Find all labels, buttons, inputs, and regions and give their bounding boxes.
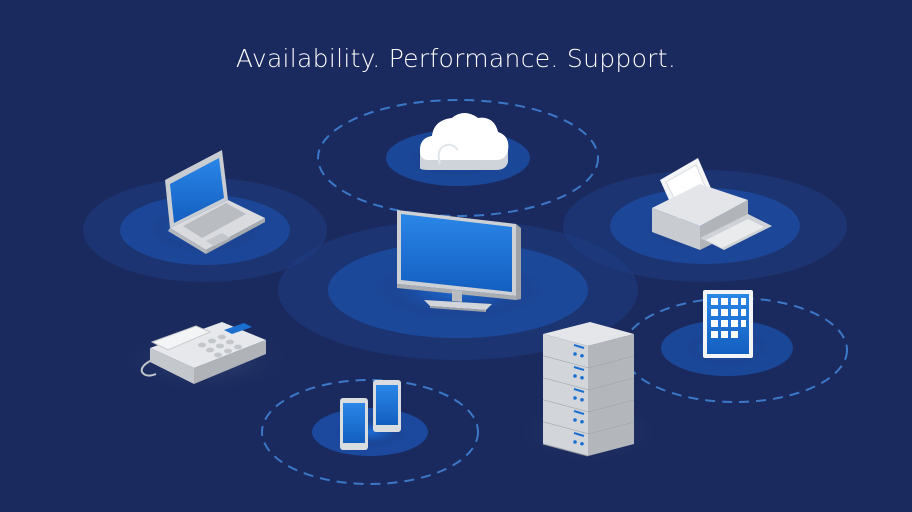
cloud-dashed-ring <box>317 99 599 217</box>
monitor-icon <box>397 210 521 312</box>
phones-dashed-ring <box>261 379 479 485</box>
smartphones-icon <box>340 380 401 450</box>
tablet-icon <box>703 290 753 358</box>
headline: Availability. Performance. Support. <box>235 44 677 73</box>
desk-phone-icon <box>140 322 266 384</box>
printer-icon <box>652 158 772 250</box>
server-rack-icon <box>542 322 634 457</box>
laptop-icon <box>165 150 265 254</box>
cloud-icon <box>420 113 509 170</box>
